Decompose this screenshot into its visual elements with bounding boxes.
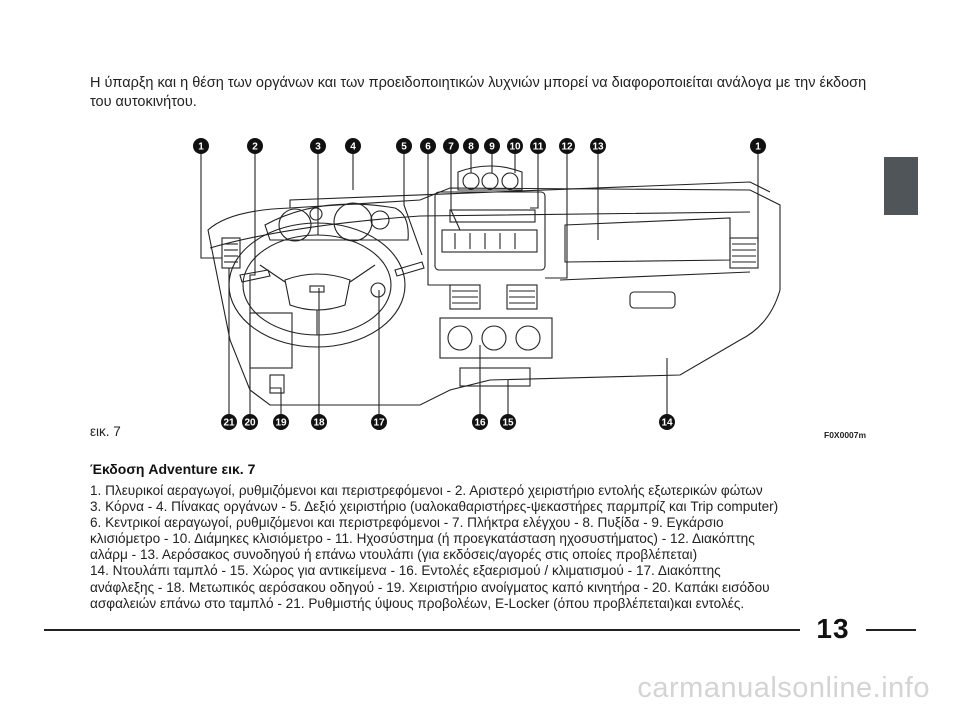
- footer-rule-left: [44, 629, 800, 631]
- caption-line: 6. Κεντρικοί αεραγωγοί, ρυθμιζόμενοι και…: [90, 515, 724, 531]
- svg-text:3: 3: [315, 142, 321, 153]
- callout-marker: 3: [310, 138, 326, 154]
- section-tab: [884, 157, 918, 215]
- callout-marker: 14: [659, 414, 675, 430]
- top-callouts: 1 2 3 4 5 6 7 8 9 10 11 12 13 1: [193, 138, 766, 154]
- callout-marker: 17: [371, 414, 387, 430]
- svg-text:17: 17: [373, 418, 385, 429]
- caption-line: ανάφλεξης - 18. Μετωπικός αερόσακου οδηγ…: [90, 579, 770, 595]
- svg-text:13: 13: [592, 142, 604, 153]
- callout-marker: 15: [500, 414, 516, 430]
- svg-text:15: 15: [502, 418, 514, 429]
- callout-marker: 5: [396, 138, 412, 154]
- caption-line: αλάρμ - 13. Αερόσακος συνοδηγού ή επάνω …: [90, 547, 698, 563]
- svg-text:6: 6: [425, 142, 431, 153]
- svg-text:5: 5: [401, 142, 407, 153]
- callout-marker: 8: [463, 138, 479, 154]
- dashboard-figure: 1 2 3 4 5 6 7 8 9 10 11 12 13 1 21 20 19…: [90, 130, 870, 445]
- svg-text:18: 18: [313, 418, 325, 429]
- svg-text:20: 20: [244, 418, 256, 429]
- caption-line: ασφαλειών επάνω στο ταμπλό - 21. Ρυθμιστ…: [90, 595, 745, 611]
- callout-marker: 9: [484, 138, 500, 154]
- caption-body: 1. Πλευρικοί αεραγωγοί, ρυθμιζόμενοι και…: [90, 483, 880, 612]
- svg-text:8: 8: [468, 142, 474, 153]
- page-number: 13: [816, 613, 850, 644]
- callout-marker: 11: [530, 138, 546, 154]
- callout-marker: 21: [221, 414, 237, 430]
- watermark-text: carmanualsonline.info: [637, 672, 930, 704]
- caption-line: 3. Κόρνα - 4. Πίνακας οργάνων - 5. Δεξιό…: [90, 499, 779, 515]
- callout-marker: 10: [507, 138, 523, 154]
- svg-text:2: 2: [252, 142, 258, 153]
- svg-text:21: 21: [223, 418, 235, 429]
- svg-text:1: 1: [755, 142, 761, 153]
- caption-line: 14. Ντουλάπι ταμπλό - 15. Χώρος για αντι…: [90, 563, 721, 579]
- svg-text:11: 11: [533, 142, 544, 153]
- svg-text:16: 16: [474, 418, 486, 429]
- bottom-callouts: 21 20 19 18 17 16 15 14: [221, 414, 675, 430]
- callout-marker: 1: [750, 138, 766, 154]
- callout-marker: 16: [472, 414, 488, 430]
- intro-text: Η ύπαρξη και η θέση των οργάνων και των …: [90, 75, 867, 110]
- callout-marker: 12: [559, 138, 575, 154]
- svg-text:7: 7: [448, 142, 454, 153]
- callout-marker: 7: [443, 138, 459, 154]
- callout-marker: 1: [193, 138, 209, 154]
- callout-marker: 19: [273, 414, 289, 430]
- figure-label: εικ. 7: [90, 424, 121, 439]
- svg-text:1: 1: [198, 142, 204, 153]
- svg-text:14: 14: [661, 418, 673, 429]
- callout-marker: 6: [420, 138, 436, 154]
- callout-marker: 20: [242, 414, 258, 430]
- callout-marker: 13: [590, 138, 606, 154]
- callout-marker: 18: [311, 414, 327, 430]
- caption-title: Έκδοση Adventure εικ. 7: [90, 461, 256, 477]
- caption-line: 1. Πλευρικοί αεραγωγοί, ρυθμιζόμενοι και…: [90, 483, 763, 498]
- footer-rule-right: [866, 629, 916, 631]
- svg-text:10: 10: [509, 142, 521, 153]
- callout-marker: 4: [345, 138, 361, 154]
- figure-code: F0X0007m: [824, 430, 867, 440]
- svg-text:4: 4: [350, 142, 356, 153]
- caption-line: κλισιόμετρο - 10. Διάμηκες κλισιόμετρο -…: [90, 531, 755, 547]
- callout-marker: 2: [247, 138, 263, 154]
- svg-text:19: 19: [275, 418, 287, 429]
- svg-text:9: 9: [489, 142, 495, 153]
- watermark: carmanualsonline.info: [0, 672, 960, 705]
- svg-text:12: 12: [561, 142, 573, 153]
- dashboard-illustration: 1 2 3 4 5 6 7 8 9 10 11 12 13 1 21 20 19…: [193, 138, 781, 430]
